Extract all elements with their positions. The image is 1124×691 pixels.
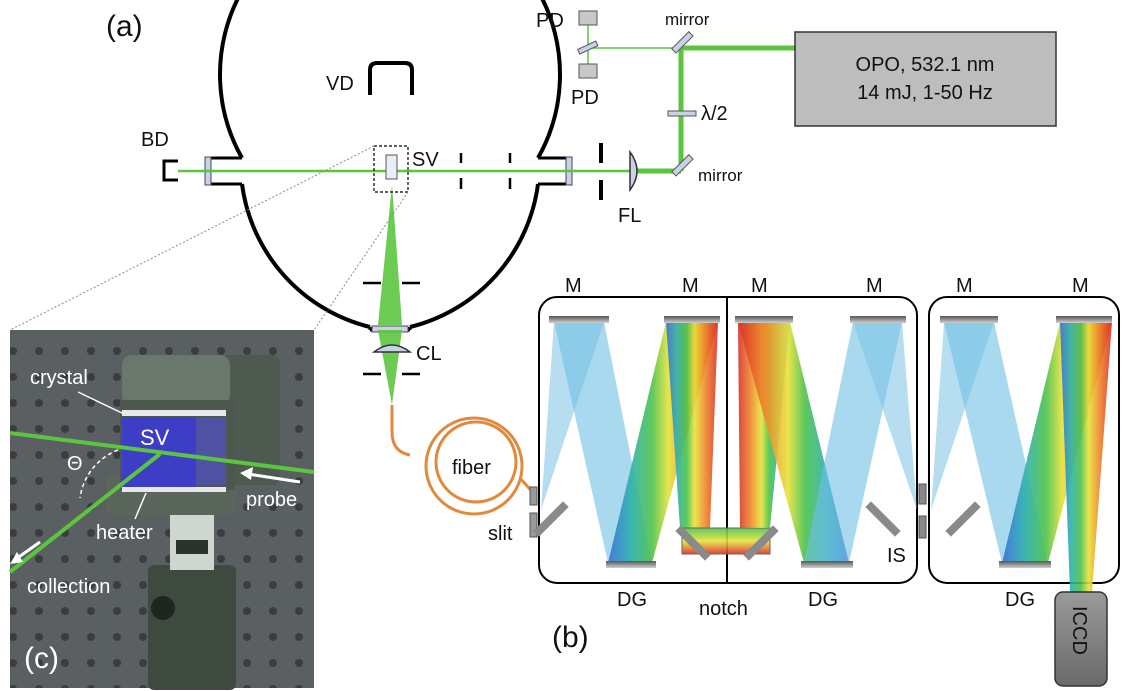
- label-m4: M: [866, 275, 883, 297]
- iccd-camera: [1054, 591, 1108, 687]
- inset-label-collection: collection: [27, 576, 110, 598]
- inset-collection-beam: [8, 452, 162, 574]
- label-m6: M: [1072, 275, 1089, 297]
- label-is: IS: [887, 545, 906, 567]
- panel-label-c: (c): [24, 642, 59, 675]
- half-wave-plate-icon: [667, 110, 697, 117]
- collection-arrowhead: [10, 552, 23, 564]
- inset-label-sv: SV: [140, 425, 170, 450]
- label-m1: M: [565, 275, 582, 297]
- ray-m6-to-iccd: [1060, 322, 1112, 592]
- slit-icon-lower: [529, 512, 538, 538]
- beam-splitter-icon: [577, 40, 599, 55]
- label-sv: SV: [412, 149, 439, 171]
- vacuum-detector-icon: [368, 61, 414, 95]
- fold-mirrors: [533, 501, 981, 561]
- ray-m2-to-notch: [666, 322, 718, 528]
- label-cl: CL: [416, 343, 442, 365]
- inset-label-theta: Θ: [67, 453, 83, 475]
- inset-label-probe: probe: [246, 489, 297, 511]
- panel-label-b: (b): [552, 621, 589, 654]
- label-dg2: DG: [808, 589, 838, 611]
- ray-m4-to-is: [853, 322, 917, 510]
- spectrometer-mirrors: [549, 316, 1112, 323]
- fiber-coil: [390, 405, 538, 516]
- label-bd: BD: [141, 129, 169, 151]
- label-vd: VD: [326, 73, 354, 95]
- inset-probe-beam: [9, 431, 315, 474]
- label-m2: M: [682, 275, 699, 297]
- crystal-icon: [385, 154, 398, 180]
- label-mirror-top: mirror: [665, 10, 710, 29]
- label-m5: M: [956, 275, 973, 297]
- mirror-bottom-icon: [671, 154, 694, 177]
- label-m3: M: [751, 275, 768, 297]
- label-half-wave: λ/2: [701, 103, 728, 125]
- slit-icon: [529, 486, 538, 506]
- collection-lens-icon: [371, 344, 413, 353]
- probe-arrow: [247, 472, 301, 484]
- notch-filter-frame: [681, 527, 771, 555]
- intermediate-slit-bottom: [918, 515, 927, 539]
- label-mirror-bottom: mirror: [698, 166, 743, 185]
- intermediate-slit-top: [918, 483, 927, 505]
- collection-arrow: [15, 540, 41, 561]
- spectrometer-stage2-box: [928, 296, 1120, 584]
- focusing-lens-icon: [629, 149, 638, 193]
- irises: [363, 153, 512, 376]
- label-fl: FL: [618, 205, 641, 227]
- source-line1: OPO, 532.1 nm: [856, 54, 995, 76]
- inset-photo: [10, 330, 314, 690]
- label-dg1: DG: [617, 589, 647, 611]
- sample-box: [373, 145, 409, 193]
- collection-cone: [378, 185, 402, 325]
- label-slit: slit: [488, 523, 513, 545]
- inset-label-crystal: crystal: [30, 367, 88, 389]
- label-fiber: fiber: [452, 457, 491, 479]
- label-notch: notch: [699, 598, 748, 620]
- label-iccd: ICCD: [1068, 606, 1090, 655]
- heater-pointer: [134, 492, 147, 520]
- probe-arrowhead: [240, 467, 253, 480]
- crystal-pointer: [77, 391, 125, 415]
- label-dg3: DG: [1005, 589, 1035, 611]
- label-pd-bottom: PD: [571, 87, 599, 109]
- inset-label-heater: heater: [96, 522, 153, 544]
- source-line2: 14 mJ, 1-50 Hz: [857, 82, 993, 104]
- zoom-line-left: [9, 145, 375, 331]
- collection-cone-lower: [378, 330, 402, 405]
- beam-dump-icon: [162, 159, 178, 182]
- panel-label-a: (a): [106, 10, 143, 43]
- diffraction-gratings: [606, 561, 1051, 568]
- label-pd-top: PD: [536, 10, 564, 32]
- opo-source-box: [794, 31, 1057, 127]
- photodiode-bottom-icon: [578, 63, 598, 79]
- mirror-top-icon: [671, 31, 694, 54]
- photodiode-top-icon: [578, 10, 598, 26]
